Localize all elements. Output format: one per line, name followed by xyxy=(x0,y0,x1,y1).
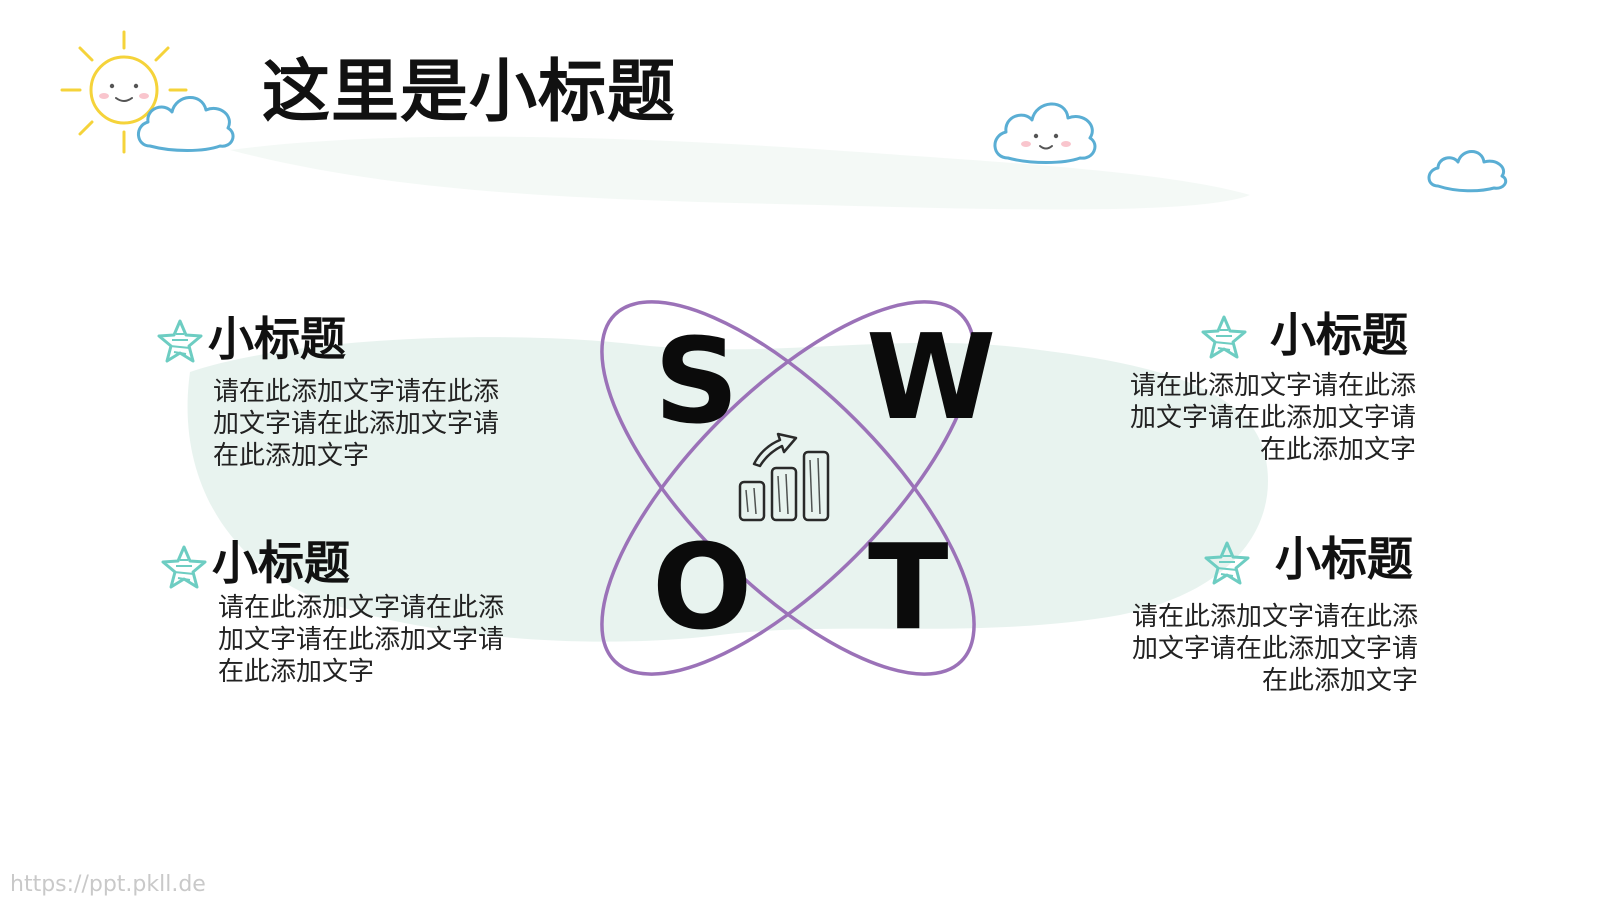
block-body-line: 加文字请在此添加文字请 xyxy=(1131,634,1418,664)
cloud-icon xyxy=(1427,150,1508,193)
swot-letter-o: O xyxy=(652,518,753,656)
block-body-w: 请在此添加文字请在此添 加文字请在此添加文字请 在此添加文字 xyxy=(1130,370,1416,466)
block-body-line: 请在此添加文字请在此添 xyxy=(1129,371,1416,401)
swot-letter-s: S xyxy=(654,312,739,450)
block-title-s: 小标题 xyxy=(208,312,346,366)
block-body-line: 请在此添加文字请在此添 xyxy=(218,593,505,623)
watermark: https://ppt.pkll.de xyxy=(10,872,206,897)
growth-chart-icon xyxy=(738,432,830,522)
block-body-o: 请在此添加文字请在此添 加文字请在此添加文字请 在此添加文字 xyxy=(218,592,504,688)
sun-icon xyxy=(60,30,188,154)
cloud-icon xyxy=(137,96,235,152)
block-title-w: 小标题 xyxy=(1270,308,1408,362)
star-icon xyxy=(1201,315,1247,359)
block-title-t: 小标题 xyxy=(1275,532,1413,586)
page-title: 这里是小标题 xyxy=(262,53,677,132)
block-body-line: 在此添加文字 xyxy=(213,441,370,471)
block-body-line: 在此添加文字 xyxy=(218,657,375,687)
block-body-line: 在此添加文字 xyxy=(1259,435,1416,465)
swot-letter-w: W xyxy=(866,308,997,446)
cloud-icon xyxy=(993,102,1097,164)
block-body-line: 请在此添加文字请在此添 xyxy=(213,377,500,407)
block-body-s: 请在此添加文字请在此添 加文字请在此添加文字请 在此添加文字 xyxy=(213,376,499,472)
swot-ellipses xyxy=(600,300,976,676)
star-icon xyxy=(161,545,207,589)
block-body-line: 加文字请在此添加文字请 xyxy=(213,409,500,439)
swot-letter-t: T xyxy=(868,518,949,656)
block-body-line: 加文字请在此添加文字请 xyxy=(218,625,505,655)
block-title-o: 小标题 xyxy=(212,536,350,590)
block-body-line: 在此添加文字 xyxy=(1261,666,1418,696)
star-icon xyxy=(157,319,203,363)
star-icon xyxy=(1204,541,1250,585)
block-body-t: 请在此添加文字请在此添 加文字请在此添加文字请 在此添加文字 xyxy=(1132,601,1418,697)
block-body-line: 加文字请在此添加文字请 xyxy=(1129,403,1416,433)
block-body-line: 请在此添加文字请在此添 xyxy=(1131,602,1418,632)
